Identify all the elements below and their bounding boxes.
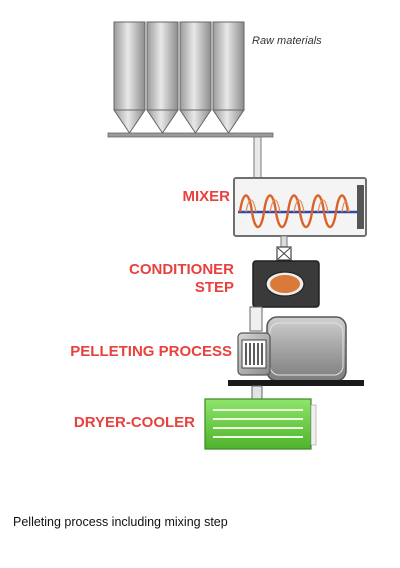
dryer-cooler-unit (204, 398, 317, 450)
valve-icon (277, 247, 291, 260)
conditioner-step-label: STEP (194, 279, 234, 296)
mixer-unit (233, 177, 367, 237)
conditioner-label: CONDITIONER (129, 261, 234, 278)
raw-materials-label: Raw materials (252, 35, 322, 47)
silo-2 (146, 21, 179, 134)
feed-pipe (253, 136, 262, 182)
mixer-outlet (280, 235, 288, 249)
pelleting-process-label: PELLETING PROCESS (70, 343, 232, 360)
silo-group (113, 21, 245, 134)
silo-4 (212, 21, 245, 134)
silo-3 (179, 21, 212, 134)
conditioner-unit (252, 260, 320, 308)
silo-1 (113, 21, 146, 134)
dryer-cooler-label: DRYER-COOLER (73, 414, 195, 431)
conveyor-bar (107, 132, 274, 138)
mixer-label: MIXER (182, 188, 230, 205)
figure-caption: Pelleting process including mixing step (13, 515, 228, 529)
pellet-die (237, 332, 271, 376)
base-plate (228, 380, 364, 386)
conditioner-shaft (249, 306, 263, 332)
discharge-chute (251, 385, 263, 401)
mixer-screw (238, 194, 350, 229)
pellet-mill-motor (266, 316, 347, 382)
